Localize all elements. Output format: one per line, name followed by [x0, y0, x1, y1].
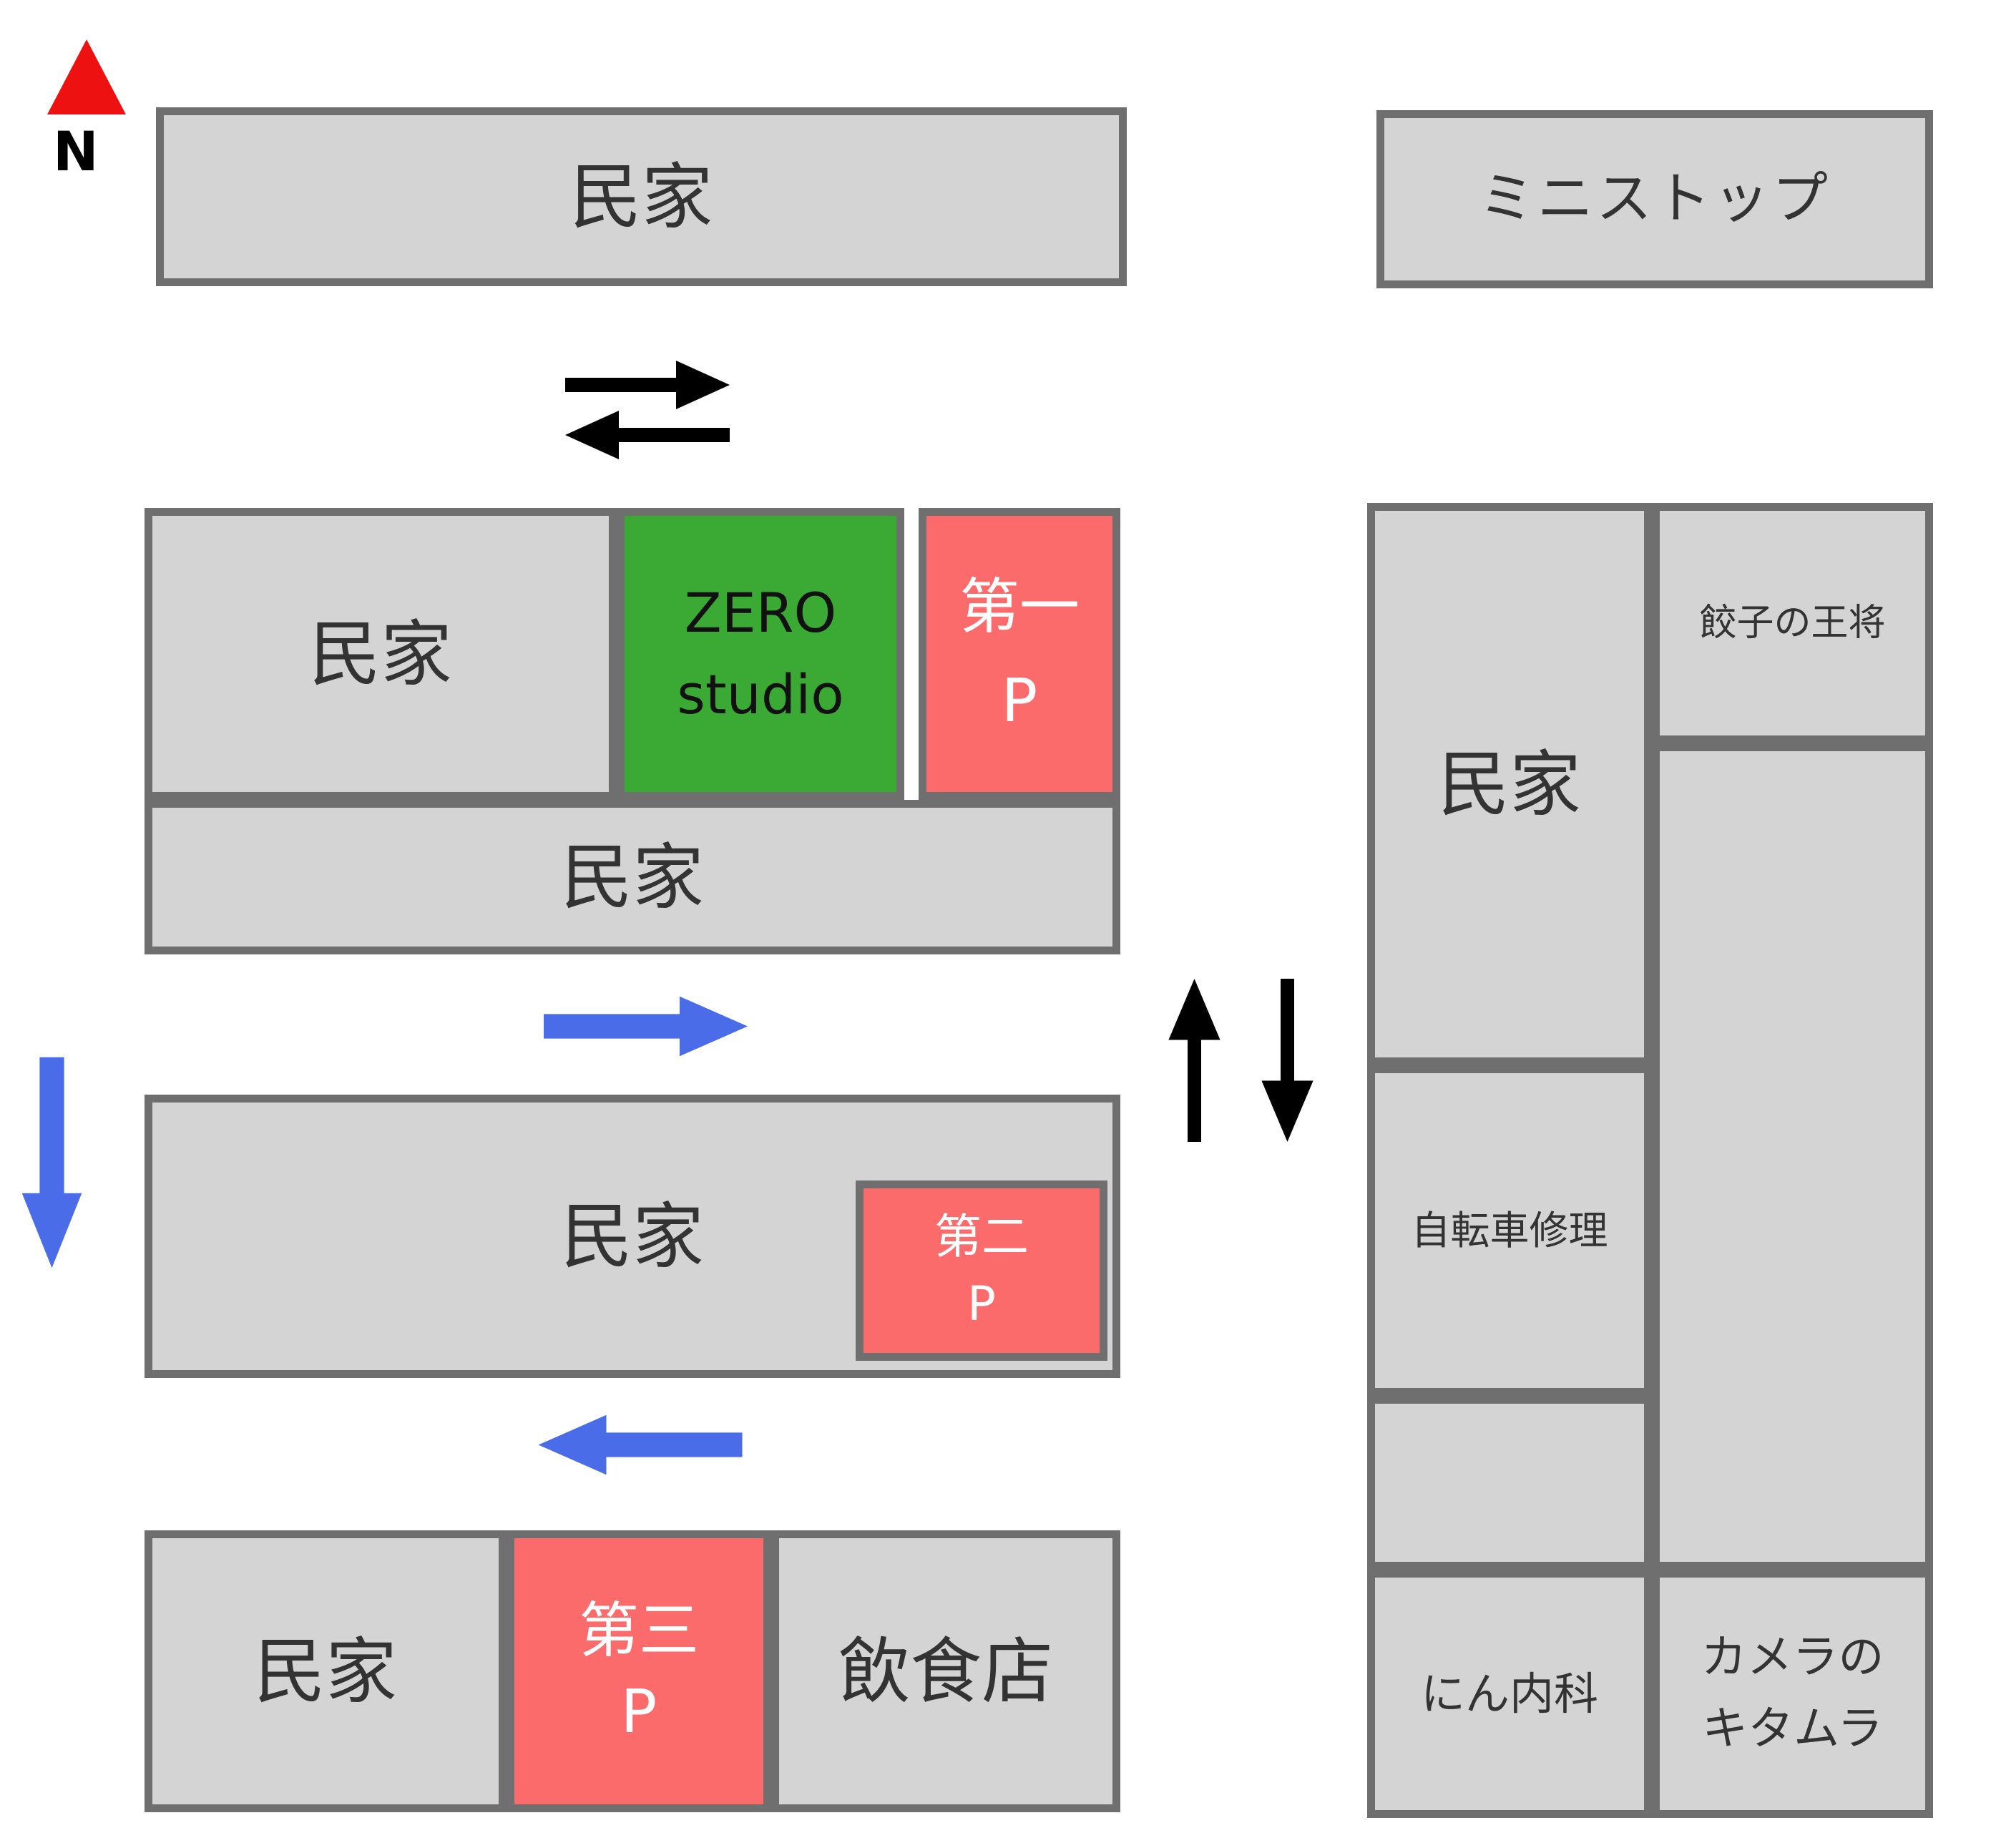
building-label: 民家 — [1438, 742, 1581, 826]
building-zero-studio: ZERO studio — [617, 508, 904, 800]
parking-p: P — [620, 1676, 657, 1746]
building-label: 民家 — [309, 612, 452, 696]
building-house-block-b: 民家 第二 P — [145, 1095, 1120, 1378]
compass: N — [44, 39, 137, 179]
building-label: 民家 — [569, 155, 713, 239]
parking-name: 第三 — [578, 1595, 699, 1666]
building-label: 自転車修理 — [1411, 1207, 1608, 1253]
building-label: ミニストップ — [1478, 166, 1831, 231]
arrow-down-icon — [21, 1057, 82, 1268]
building-unlabeled-tall — [1652, 743, 1933, 1570]
parking-lot-3: 第三 P — [507, 1530, 771, 1812]
building-gyoza-ohsho: 餃子の王将 — [1652, 503, 1933, 743]
parking-p: P — [1001, 665, 1038, 735]
building-label: 餃子の王将 — [1699, 601, 1886, 645]
building-camera-kitamura: カメラの キタムラ — [1652, 1570, 1933, 1818]
zero-studio-line2: studio — [677, 663, 844, 726]
camera-line2: キタムラ — [1702, 1702, 1883, 1756]
building-unlabeled-small — [1367, 1396, 1652, 1570]
building-house-block-c: 民家 — [145, 1530, 507, 1812]
building-label: にん内科 — [1420, 1667, 1598, 1720]
arrow-left-icon — [538, 1414, 743, 1475]
parking-lot-1: 第一 P — [919, 508, 1120, 800]
parking-name: 第二 — [934, 1208, 1029, 1264]
arrow-down-black-icon — [1261, 979, 1313, 1142]
north-arrow-icon — [47, 39, 126, 114]
camera-line1: カメラの — [1701, 1631, 1884, 1685]
building-label: カメラの キタムラ — [1701, 1623, 1884, 1764]
building-label: 民家 — [254, 1629, 397, 1713]
building-label: 飲食店 — [838, 1629, 1053, 1713]
building-label: 民家 — [561, 1194, 704, 1279]
building-label: 民家 — [561, 835, 704, 919]
arrow-right-icon — [544, 996, 748, 1057]
arrow-up-icon — [1168, 979, 1220, 1142]
zero-studio-line1: ZERO — [684, 581, 837, 645]
building-house-top: 民家 — [156, 107, 1127, 286]
parking-p: P — [967, 1276, 996, 1331]
building-ministop: ミニストップ — [1376, 110, 1933, 288]
building-bicycle-repair: 自転車修理 — [1367, 1065, 1652, 1396]
building-house-block-a: 民家 — [145, 508, 617, 800]
compass-label: N — [53, 119, 99, 183]
two-way-arrow-icon — [565, 361, 730, 459]
parking-name: 第一 — [959, 572, 1080, 642]
building-house-block-a-lower: 民家 — [145, 800, 1120, 954]
building-label: ZERO studio — [677, 572, 843, 735]
building-restaurant: 飲食店 — [771, 1530, 1120, 1812]
building-house-right: 民家 — [1367, 503, 1652, 1065]
parking-lot-2: 第二 P — [856, 1180, 1107, 1361]
building-nin-clinic: にん内科 — [1367, 1570, 1652, 1818]
